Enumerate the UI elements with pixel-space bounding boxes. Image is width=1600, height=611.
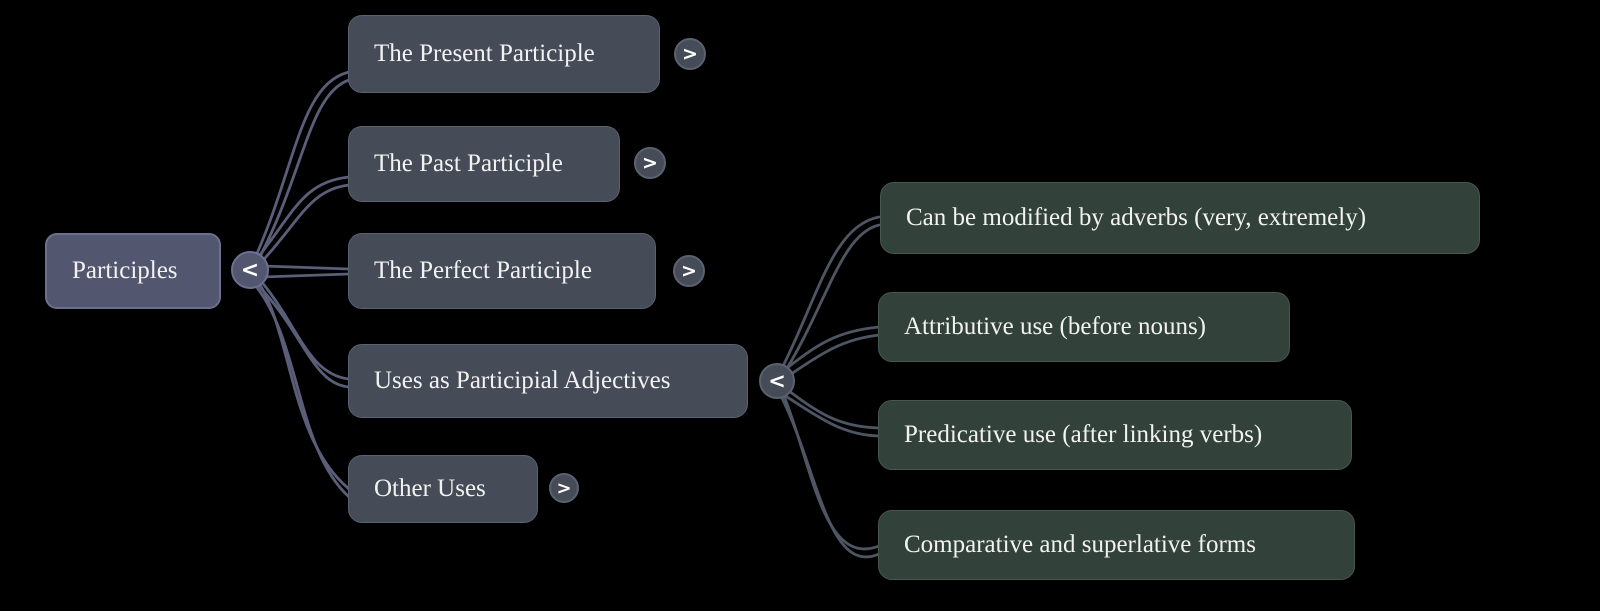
expand-button-the-past-participle[interactable]: > xyxy=(634,147,666,179)
node-the-past-participle[interactable]: The Past Participle xyxy=(348,126,620,202)
node-the-present-participle[interactable]: The Present Participle xyxy=(348,15,660,93)
node-label: The Present Participle xyxy=(374,40,595,67)
node-label: The Past Participle xyxy=(374,150,563,177)
node-label: Predicative use (after linking verbs) xyxy=(904,421,1263,448)
node-label: Other Uses xyxy=(374,475,486,502)
node-uses-as-participial-adjectives[interactable]: Uses as Participial Adjectives xyxy=(348,344,748,418)
node-can-be-modified-by-adverbs[interactable]: Can be modified by adverbs (very, extrem… xyxy=(880,182,1480,254)
node-the-perfect-participle[interactable]: The Perfect Participle xyxy=(348,233,656,309)
node-other-uses[interactable]: Other Uses xyxy=(348,455,538,523)
expand-button-the-present-participle[interactable]: > xyxy=(674,38,706,70)
node-label: Can be modified by adverbs (very, extrem… xyxy=(906,204,1367,231)
collapse-button-participles[interactable]: < xyxy=(231,251,269,289)
node-label: Participles xyxy=(72,257,178,284)
node-participles[interactable]: Participles xyxy=(45,233,221,309)
collapse-button-uses-as-participial-adjectives[interactable]: < xyxy=(759,363,795,399)
expand-button-other-uses[interactable]: > xyxy=(549,473,579,503)
node-label: Comparative and superlative forms xyxy=(904,531,1256,558)
node-comparative-and-superlative-forms[interactable]: Comparative and superlative forms xyxy=(878,510,1355,580)
node-label: Attributive use (before nouns) xyxy=(904,313,1207,340)
node-predicative-use[interactable]: Predicative use (after linking verbs) xyxy=(878,400,1352,470)
node-label: Uses as Participial Adjectives xyxy=(374,367,671,394)
expand-button-the-perfect-participle[interactable]: > xyxy=(673,255,705,287)
node-attributive-use[interactable]: Attributive use (before nouns) xyxy=(878,292,1290,362)
node-label: The Perfect Participle xyxy=(374,257,592,284)
